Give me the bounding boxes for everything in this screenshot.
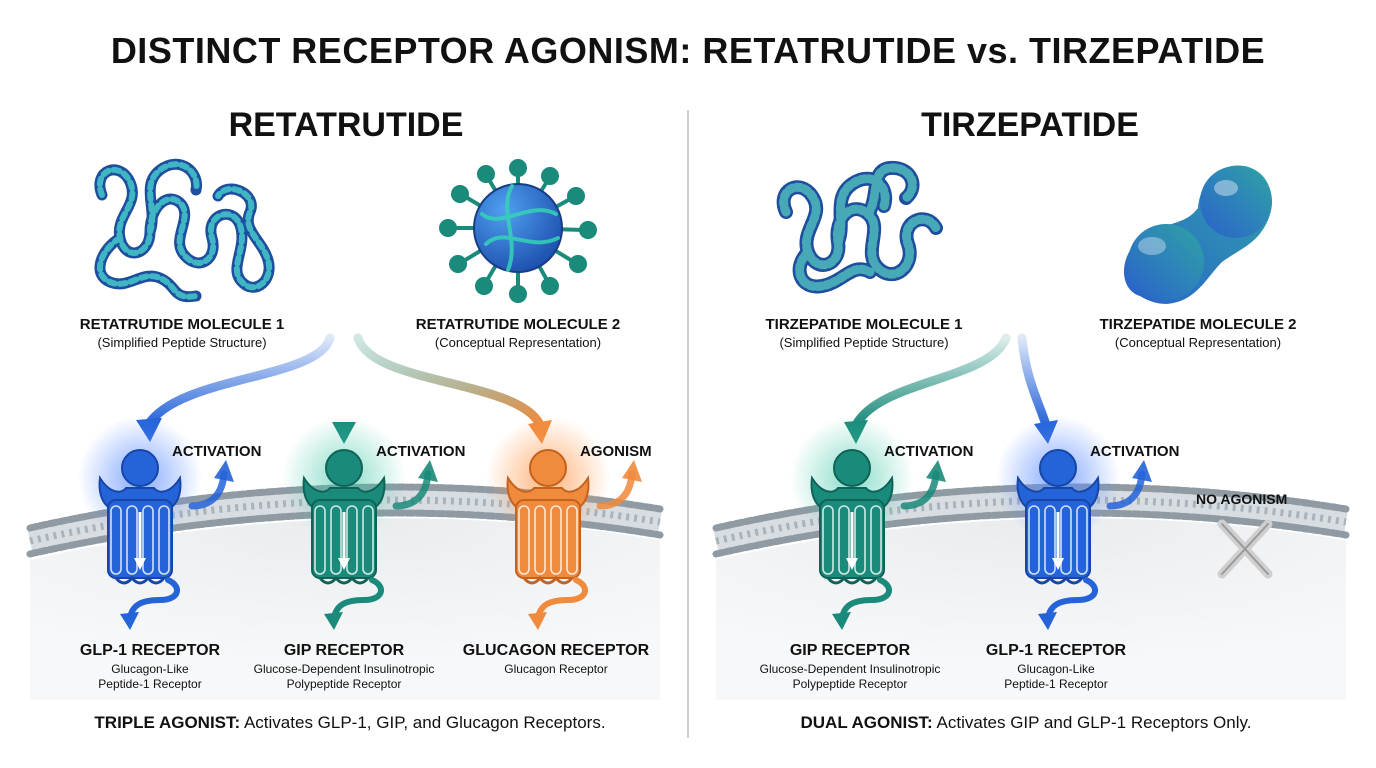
main-title: DISTINCT RECEPTOR AGONISM: RETATRUTIDE v… — [110, 30, 1266, 71]
tirzepatide-summary: DUAL AGONIST: Activates GIP and GLP-1 Re… — [716, 713, 1336, 733]
tirzepatide-molecule-1-sub: (Simplified Peptide Structure) — [779, 335, 949, 350]
retatrutide-glp1-receptor-name: GLP-1 RECEPTOR — [79, 642, 221, 659]
retatrutide-molecule-1-label: RETATRUTIDE MOLECULE 1 — [79, 316, 285, 333]
retatrutide-summary-text: Activates GLP-1, GIP, and Glucagon Recep… — [240, 713, 606, 732]
tirzepatide-glp1-receptor-name: GLP-1 RECEPTOR — [985, 642, 1127, 659]
tirzepatide-molecule-2-icon — [1123, 165, 1272, 304]
retatrutide-molecule-1-sub: (Simplified Peptide Structure) — [97, 335, 267, 350]
tirzepatide-gip-receptor-sub2: Polypeptide Receptor — [792, 677, 908, 691]
retatrutide-gip-receptor-sub1: Glucose-Dependent Insulinotropic — [253, 662, 435, 676]
retatrutide-gip-receptor-name: GIP RECEPTOR — [283, 642, 405, 659]
retatrutide-molecule-2-sub: (Conceptual Representation) — [434, 335, 602, 350]
tirzepatide-glp1-receptor-sub1: Glucagon-Like — [1017, 662, 1095, 676]
retatrutide-glp1-receptor-sub2: Peptide-1 Receptor — [98, 677, 202, 691]
retatrutide-glp1-receptor-sub1: Glucagon-Like — [111, 662, 189, 676]
retatrutide-glucagon-receptor-icon — [486, 416, 642, 630]
retatrutide-molecule-2-label: RETATRUTIDE MOLECULE 2 — [415, 316, 621, 333]
gip-activation-label: ACTIVATION — [376, 443, 466, 460]
tirzepatide-panel-title: TIRZEPATIDE — [921, 106, 1139, 144]
retatrutide-glucagon-receptor-name: GLUCAGON RECEPTOR — [462, 642, 650, 659]
tirzepatide-molecule-2-label: TIRZEPATIDE MOLECULE 2 — [1099, 316, 1297, 333]
tirzepatide-gip-receptor-sub1: Glucose-Dependent Insulinotropic — [759, 662, 941, 676]
glucagon-agonism-label: AGONISM — [580, 443, 652, 460]
tirzepatide-summary-text: Activates GIP and GLP-1 Receptors Only. — [932, 713, 1252, 732]
tirzepatide-gip-receptor-icon — [790, 416, 946, 630]
retatrutide-molecule-2-icon — [439, 159, 597, 303]
tirzepatide-glp1-receptor-sub2: Peptide-1 Receptor — [1004, 677, 1108, 691]
glp1-activation-label: ACTIVATION — [172, 443, 262, 460]
retatrutide-panel-title: RETATRUTIDE — [228, 106, 464, 144]
retatrutide-summary: TRIPLE AGONIST: Activates GLP-1, GIP, an… — [40, 713, 660, 733]
retatrutide-glp1-receptor-icon — [78, 416, 234, 630]
tirzepatide-molecule-1-icon — [776, 160, 943, 294]
retatrutide-gip-receptor-icon — [282, 416, 438, 630]
tirzepatide-molecule-2-sub: (Conceptual Representation) — [1114, 335, 1282, 350]
tirzepatide-gip-receptor-name: GIP RECEPTOR — [789, 642, 911, 659]
retatrutide-glucagon-receptor-sub1: Glucagon Receptor — [504, 662, 608, 676]
tirz-gip-activation-label: ACTIVATION — [884, 443, 974, 460]
retatrutide-molecule-1-icon — [94, 158, 275, 303]
tirzepatide-glp1-receptor-icon — [996, 416, 1152, 630]
retatrutide-gip-receptor-sub2: Polypeptide Receptor — [286, 677, 402, 691]
no-agonism-label: NO AGONISM — [1196, 491, 1288, 507]
tirzepatide-summary-bold: DUAL AGONIST: — [800, 713, 933, 732]
retatrutide-summary-bold: TRIPLE AGONIST: — [94, 713, 241, 732]
tirzepatide-molecule-1-label: TIRZEPATIDE MOLECULE 1 — [765, 316, 963, 333]
tirz-glp1-activation-label: ACTIVATION — [1090, 443, 1180, 460]
